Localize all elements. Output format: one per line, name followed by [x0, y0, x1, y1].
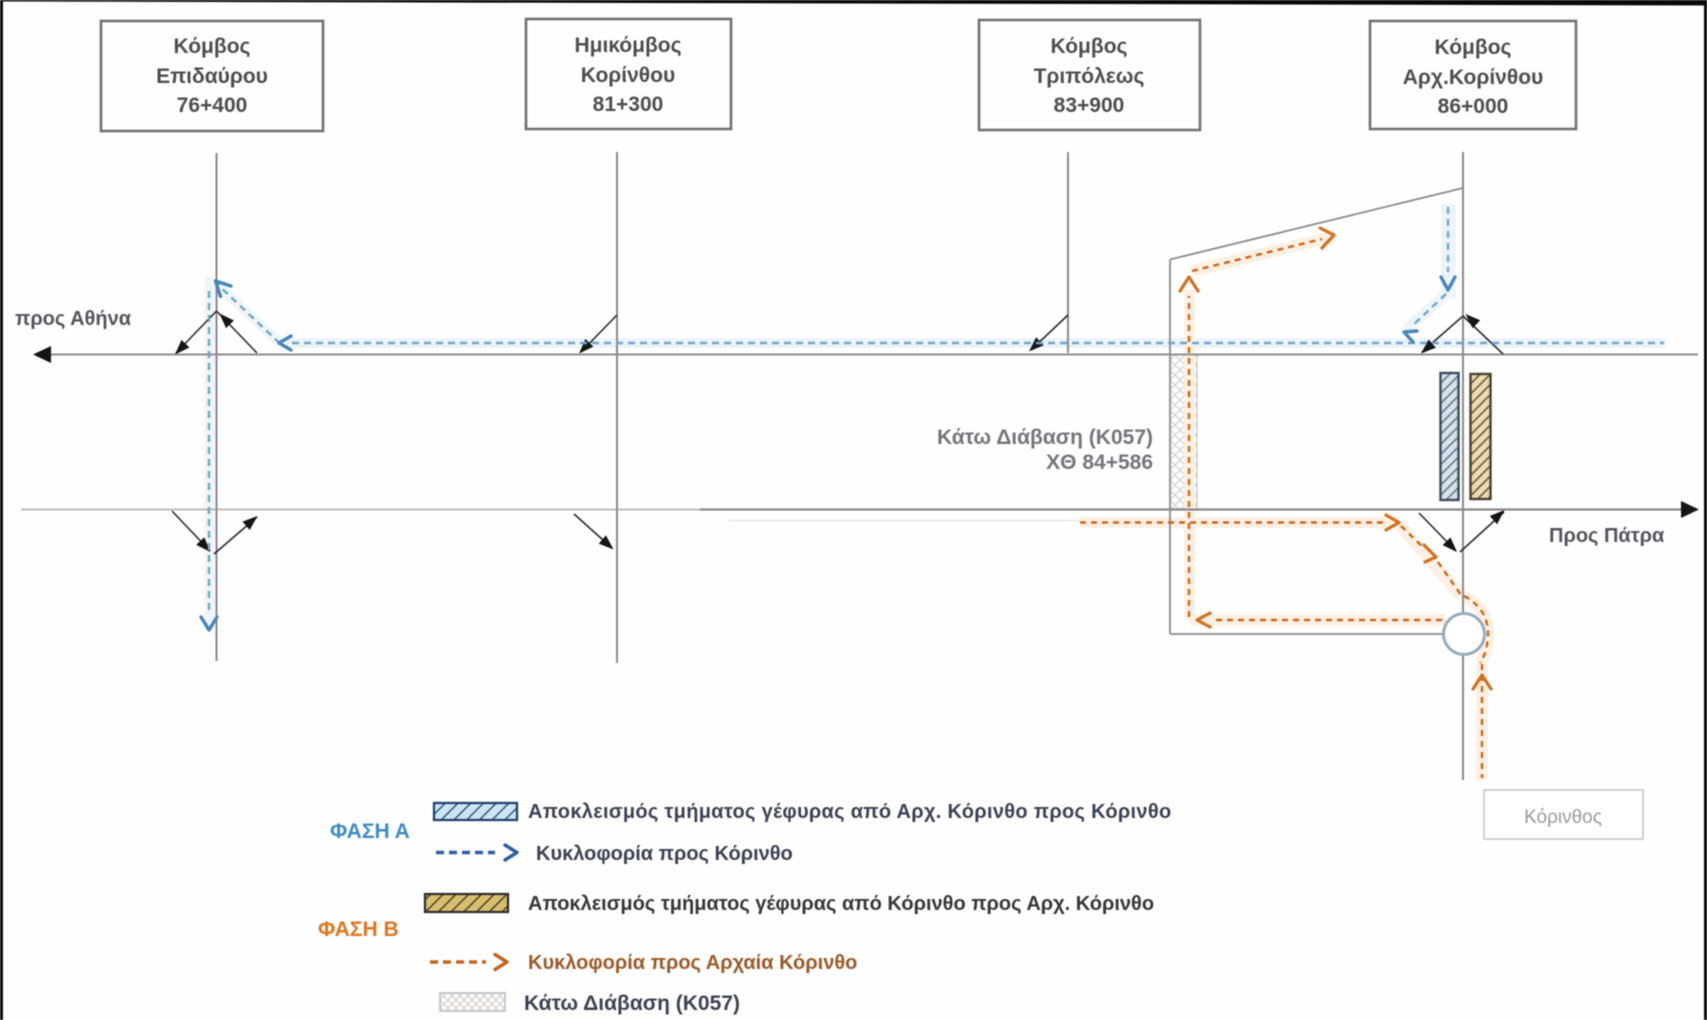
svg-text:ΧΘ 84+586: ΧΘ 84+586 [1046, 451, 1153, 474]
svg-text:Κορίνθου: Κορίνθου [581, 64, 675, 87]
svg-text:Κόμβος: Κόμβος [1435, 36, 1512, 59]
svg-text:Κάτω Διάβαση (Κ057): Κάτω Διάβαση (Κ057) [524, 992, 740, 1015]
svg-text:81+300: 81+300 [593, 93, 664, 116]
svg-text:Αποκλεισμός τμήματος γέφυρας α: Αποκλεισμός τμήματος γέφυρας από Αρχ. Κό… [528, 801, 1171, 823]
svg-text:Κόρινθος: Κόρινθος [1524, 807, 1602, 828]
svg-text:83+900: 83+900 [1054, 94, 1125, 117]
svg-text:προς Αθήνα: προς Αθήνα [15, 308, 132, 330]
svg-text:Κάτω Διάβαση (Κ057): Κάτω Διάβαση (Κ057) [937, 426, 1153, 449]
svg-text:Επιδαύρου: Επιδαύρου [156, 65, 268, 88]
svg-text:Προς Πάτρα: Προς Πάτρα [1549, 525, 1665, 547]
svg-text:Τριπόλεως: Τριπόλεως [1034, 65, 1145, 88]
svg-text:Αρχ.Κορίνθου: Αρχ.Κορίνθου [1403, 66, 1544, 89]
svg-text:ΦΑΣΗ Β: ΦΑΣΗ Β [318, 918, 399, 941]
svg-text:ΦΑΣΗ Α: ΦΑΣΗ Α [330, 820, 410, 843]
svg-text:86+000: 86+000 [1438, 95, 1509, 118]
svg-text:Κυκλοφορία προς Αρχαία Κόρινθο: Κυκλοφορία προς Αρχαία Κόρινθο [528, 952, 857, 974]
svg-text:Κυκλοφορία προς Κόρινθο: Κυκλοφορία προς Κόρινθο [536, 843, 793, 865]
svg-text:Ημικόμβος: Ημικόμβος [574, 34, 681, 57]
svg-text:Αποκλεισμός τμήματος γέφυρας α: Αποκλεισμός τμήματος γέφυρας από Κόρινθο… [528, 893, 1154, 915]
svg-text:Κόμβος: Κόμβος [174, 35, 251, 58]
svg-text:76+400: 76+400 [177, 94, 248, 117]
svg-text:Κόμβος: Κόμβος [1051, 35, 1128, 58]
